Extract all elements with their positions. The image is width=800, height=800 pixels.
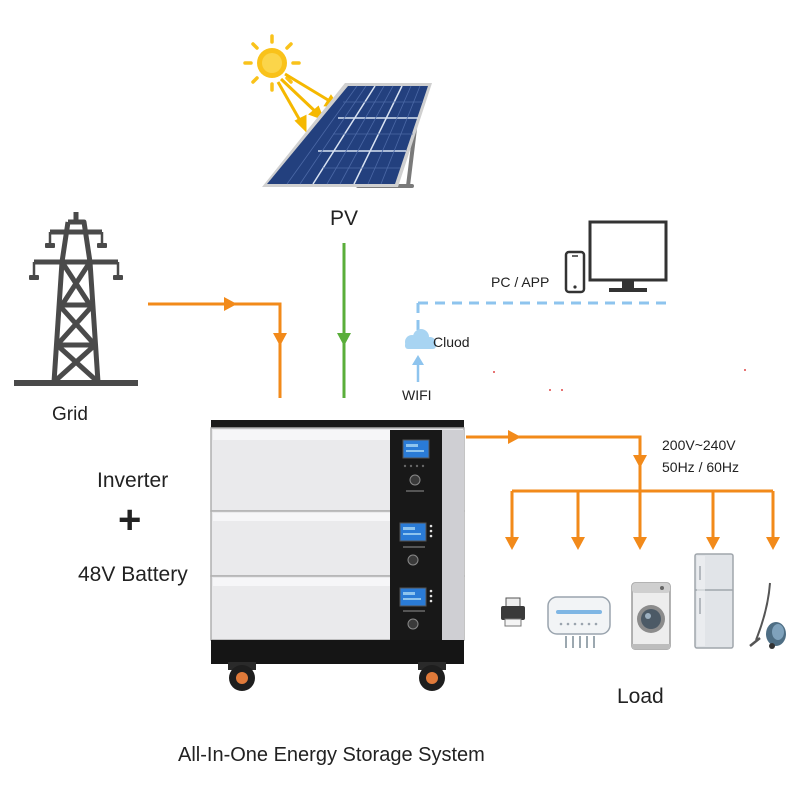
plus-sign: +	[118, 498, 142, 542]
wifi-label: WIFI	[402, 387, 432, 403]
power-tower-icon	[14, 212, 138, 386]
washing-machine-icon	[631, 582, 671, 650]
voltage-label: 200V~240V	[662, 437, 736, 453]
router-icon	[547, 596, 611, 648]
wifi-up-arrow	[412, 355, 424, 382]
pc-app-label: PC / APP	[491, 274, 550, 290]
pv-power-flow	[337, 243, 351, 398]
solar-panel-icon	[262, 83, 432, 188]
frequency-label: 50Hz / 60Hz	[662, 459, 740, 475]
monitor-icon	[588, 220, 668, 292]
printer-icon	[501, 597, 525, 627]
sun-icon	[243, 34, 301, 92]
energy-storage-cabinet	[210, 420, 465, 691]
data-link-dashed	[416, 301, 668, 330]
battery-label: 48V Battery	[78, 563, 188, 586]
system-title: All-In-One Energy Storage System	[178, 744, 485, 766]
refrigerator-icon	[694, 553, 734, 649]
pv-label: PV	[330, 207, 359, 230]
vacuum-icon	[749, 582, 786, 649]
decorative-dots	[493, 369, 746, 391]
grid-power-flow	[148, 297, 287, 398]
load-power-flow	[466, 430, 780, 550]
grid-label: Grid	[52, 404, 88, 425]
cloud-icon	[405, 329, 436, 349]
phone-icon	[564, 250, 586, 294]
load-label: Load	[617, 685, 664, 708]
inverter-label: Inverter	[97, 469, 169, 492]
cloud-label: Cluod	[433, 334, 470, 350]
